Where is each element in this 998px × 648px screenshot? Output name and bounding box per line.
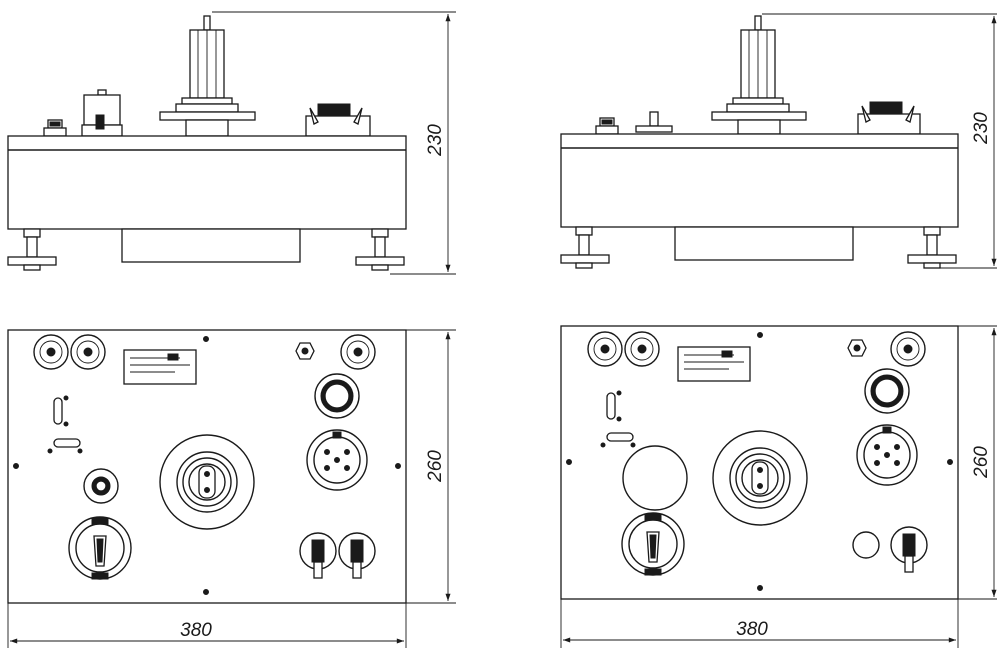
left-knob xyxy=(83,468,119,504)
left-housing xyxy=(7,135,407,230)
right-small-nut xyxy=(595,117,619,135)
left-width-label: 380 xyxy=(180,620,212,641)
right-bottom-cylinder xyxy=(674,226,854,261)
right-toggle-group xyxy=(857,101,921,135)
left-central-flange xyxy=(159,434,255,530)
right-depth-dimension: 260 xyxy=(958,325,997,600)
left-toggle-group xyxy=(305,103,371,137)
right-front-view: 230 xyxy=(560,13,997,269)
right-nameplate xyxy=(677,346,751,382)
left-foot-right xyxy=(355,228,405,271)
left-small-nut xyxy=(43,119,67,137)
left-foot-left xyxy=(7,228,57,271)
right-width-dimension: 380 xyxy=(560,599,959,648)
right-slot-horizontal xyxy=(600,432,636,448)
right-multipin-connector xyxy=(856,424,918,486)
left-toggle-switch-2 xyxy=(338,532,376,579)
right-small-blank xyxy=(852,531,880,559)
right-housing xyxy=(560,133,959,228)
right-column xyxy=(711,15,807,135)
right-toggle-switch xyxy=(890,526,928,573)
left-nameplate xyxy=(123,349,197,385)
right-foot-right xyxy=(907,226,957,269)
right-top-view: 260 380 xyxy=(560,325,997,648)
left-gauge-1 xyxy=(33,334,69,370)
left-slot-horizontal xyxy=(47,438,83,454)
left-toggle-switch-1 xyxy=(299,532,337,579)
left-width-dimension: 380 xyxy=(7,603,407,648)
right-socket-round xyxy=(864,368,910,414)
left-height-label: 230 xyxy=(425,124,446,157)
left-hex-nut xyxy=(295,342,315,360)
right-slot-vertical xyxy=(606,390,622,422)
left-column xyxy=(159,15,256,137)
right-foot-left xyxy=(560,226,610,269)
right-width-label: 380 xyxy=(736,619,768,640)
right-gauge-1 xyxy=(587,331,623,367)
left-rotary-selector xyxy=(68,516,132,580)
left-bottom-cylinder xyxy=(121,228,301,263)
left-depth-label: 260 xyxy=(425,450,446,483)
left-gauge-3 xyxy=(340,334,376,370)
right-hex-nut xyxy=(847,339,867,357)
left-socket-round xyxy=(314,373,360,419)
right-rotary-selector xyxy=(621,512,685,576)
right-depth-label: 260 xyxy=(971,446,992,479)
right-small-handle xyxy=(635,111,673,133)
left-height-dimension: 230 xyxy=(212,11,456,275)
right-height-dimension: 230 xyxy=(762,13,997,269)
left-slot-vertical xyxy=(53,395,69,427)
right-gauge-2 xyxy=(624,331,660,367)
left-small-cylinder xyxy=(81,89,123,137)
left-depth-dimension: 260 xyxy=(406,329,456,604)
left-top-view: 260 380 xyxy=(7,329,456,648)
right-gauge-3 xyxy=(890,331,926,367)
right-central-flange xyxy=(712,430,808,526)
right-height-label: 230 xyxy=(971,112,992,145)
right-blank-cover xyxy=(622,445,688,511)
left-multipin-connector xyxy=(306,429,368,491)
left-front-view: 230 xyxy=(7,11,456,275)
left-gauge-2 xyxy=(70,334,106,370)
